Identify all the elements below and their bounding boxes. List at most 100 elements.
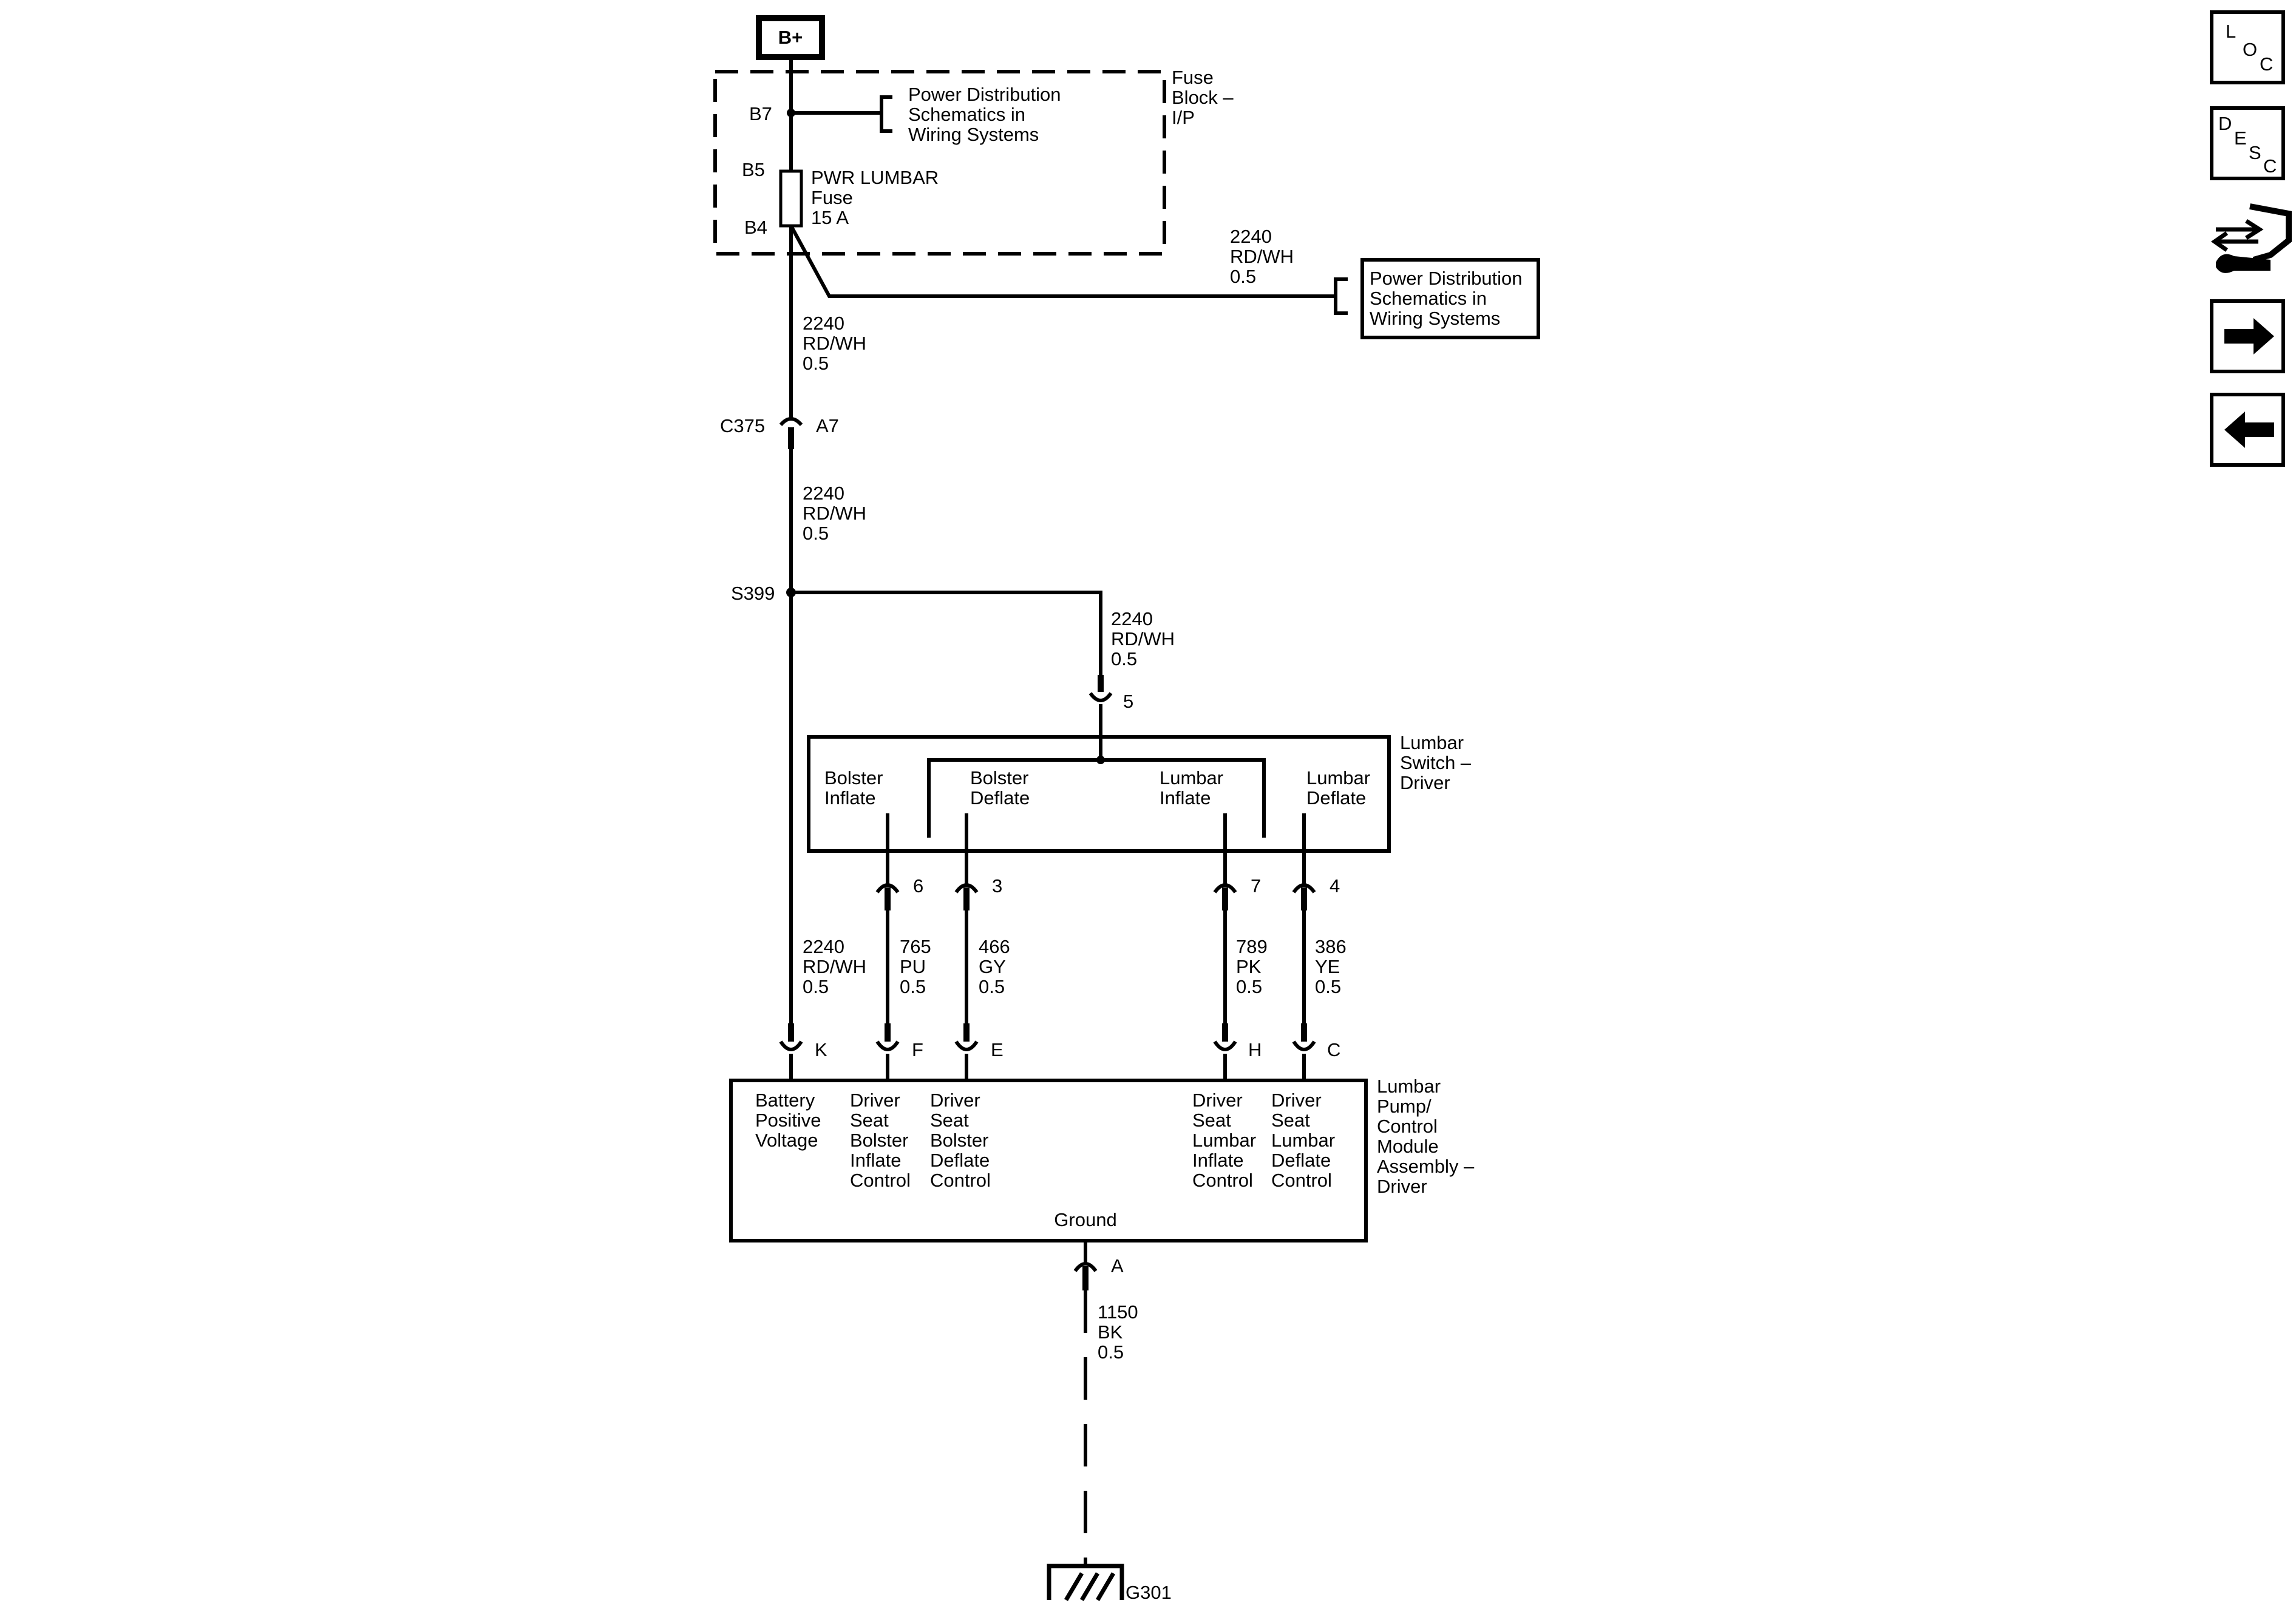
mod-lumbar-inflate-4: Inflate <box>1192 1150 1243 1171</box>
c375-out-size: 0.5 <box>803 523 829 544</box>
bolster-inflate-1: Bolster <box>824 767 883 788</box>
fuse-block-title-3: I/P <box>1172 107 1195 128</box>
fuse-out-size: 0.5 <box>803 353 829 374</box>
switch-connectors <box>875 883 1316 893</box>
mod-lumbar-deflate-5: Control <box>1271 1170 1332 1191</box>
loc-letter-c: C <box>2260 53 2273 75</box>
ref-box-bracket <box>1334 277 1348 315</box>
module-title-3: Control <box>1377 1116 1438 1137</box>
module-title-6: Driver <box>1377 1176 1427 1197</box>
junction-dots <box>786 109 1105 764</box>
mod-bolster-deflate-5: Control <box>930 1170 991 1191</box>
desc-letter-c: C <box>2263 155 2277 177</box>
desc-letter-e: E <box>2234 127 2247 149</box>
switch-feed-size: 0.5 <box>1111 648 1137 670</box>
w789-size: 0.5 <box>1236 976 1262 997</box>
mod-lumbar-inflate-3: Lumbar <box>1192 1130 1256 1151</box>
ground-connector-icon <box>1073 1262 1098 1272</box>
mod-bolster-inflate-2: Seat <box>850 1110 889 1131</box>
loc-letter-l: L <box>2226 21 2236 42</box>
pin4-label: 4 <box>1330 875 1340 897</box>
mod-bolster-inflate-1: Driver <box>850 1090 900 1111</box>
mod-lumbar-deflate-1: Driver <box>1271 1090 1322 1111</box>
pwr-lumbar-fuse <box>779 169 803 228</box>
fuse-ref-line-2: Schematics in <box>908 104 1025 125</box>
switch-title-2: Switch – <box>1400 752 1472 773</box>
c375-label: C375 <box>720 415 765 436</box>
loc-icon[interactable] <box>2210 10 2285 84</box>
mod-bolster-inflate-3: Bolster <box>850 1130 908 1151</box>
mod-bolster-inflate-5: Control <box>850 1170 911 1191</box>
module-title-5: Assembly – <box>1377 1156 1475 1177</box>
pin3-label: 3 <box>992 875 1002 897</box>
c375-connector-icon <box>779 417 803 427</box>
pin-b7: B7 <box>749 103 772 124</box>
branch-wire-size: 0.5 <box>1230 266 1256 287</box>
ground-wire-color: BK <box>1098 1321 1123 1343</box>
pin-c-label: C <box>1327 1039 1340 1060</box>
w466-size: 0.5 <box>979 976 1005 997</box>
fuse-type: Fuse <box>811 187 853 208</box>
mod-lumbar-deflate-4: Deflate <box>1271 1150 1331 1171</box>
switch-output-wires <box>886 813 1306 884</box>
pin6-label: 6 <box>913 875 923 897</box>
pin-a-label: A <box>1111 1255 1124 1276</box>
fuse-out-color: RD/WH <box>803 333 866 354</box>
arrow-right-icon[interactable] <box>2210 299 2285 373</box>
fuse-ref-line-1: Power Distribution <box>908 84 1061 105</box>
lumbar-deflate-1: Lumbar <box>1306 767 1370 788</box>
mod-lumbar-deflate-3: Lumbar <box>1271 1130 1335 1151</box>
mod-lumbar-inflate-1: Driver <box>1192 1090 1243 1111</box>
module-connectors <box>779 1040 1316 1051</box>
branch-right-wire <box>789 225 1336 298</box>
c375-out-circuit: 2240 <box>803 483 844 504</box>
mod-bolster-deflate-3: Bolster <box>930 1130 988 1151</box>
lumbar-module-box <box>729 1079 1368 1242</box>
loc-letter-o: O <box>2243 39 2257 60</box>
k-wire-color: RD/WH <box>803 956 866 977</box>
pin5-connector-icon <box>1089 692 1113 702</box>
ref-box <box>1360 258 1540 339</box>
pin-b4: B4 <box>744 217 767 238</box>
w466-circuit: 466 <box>979 936 1010 957</box>
s399-label: S399 <box>731 583 775 604</box>
lumbar-inflate-1: Lumbar <box>1160 767 1223 788</box>
ground-symbol-icon <box>1047 1564 1124 1601</box>
ref-box-line-1: Power Distribution <box>1370 268 1523 289</box>
desc-icon[interactable] <box>2210 106 2285 180</box>
fuse-block-outline <box>713 70 1166 256</box>
switch-feed-circuit: 2240 <box>1111 608 1153 629</box>
connector-tool-icon[interactable] <box>2210 203 2292 273</box>
switch-feed-color: RD/WH <box>1111 628 1175 649</box>
battery-voltage-2: Positive <box>755 1110 821 1131</box>
desc-letter-s: S <box>2249 142 2261 163</box>
mod-bolster-deflate-2: Seat <box>930 1110 969 1131</box>
ref-box-line-2: Schematics in <box>1370 288 1487 309</box>
c375-out-color: RD/WH <box>803 503 866 524</box>
w386-color: YE <box>1315 956 1340 977</box>
arrow-left-icon[interactable] <box>2210 393 2285 467</box>
s399-branch-wire <box>791 591 1102 675</box>
fuse-block-title-1: Fuse <box>1172 67 1214 88</box>
module-title-2: Pump/ <box>1377 1096 1432 1117</box>
mod-lumbar-deflate-2: Seat <box>1271 1110 1310 1131</box>
lumbar-inflate-2: Inflate <box>1160 787 1211 808</box>
ground-wire-size: 0.5 <box>1098 1341 1124 1363</box>
w765-circuit: 765 <box>900 936 931 957</box>
switch-title-3: Driver <box>1400 772 1450 793</box>
module-title-4: Module <box>1377 1136 1439 1157</box>
module-ground-label: Ground <box>1054 1209 1116 1230</box>
bolster-deflate-1: Bolster <box>970 767 1028 788</box>
module-title-1: Lumbar <box>1377 1076 1441 1097</box>
w386-circuit: 386 <box>1315 936 1347 957</box>
branch-wire-circuit: 2240 <box>1230 226 1272 247</box>
k-wire-circuit: 2240 <box>803 936 844 957</box>
mod-lumbar-inflate-2: Seat <box>1192 1110 1231 1131</box>
mod-bolster-deflate-4: Deflate <box>930 1150 990 1171</box>
w765-color: PU <box>900 956 926 977</box>
mod-lumbar-inflate-5: Control <box>1192 1170 1253 1191</box>
battery-voltage-1: Battery <box>755 1090 815 1111</box>
battery-positive-label: B+ <box>778 27 803 48</box>
pin-k-label: K <box>815 1039 827 1060</box>
